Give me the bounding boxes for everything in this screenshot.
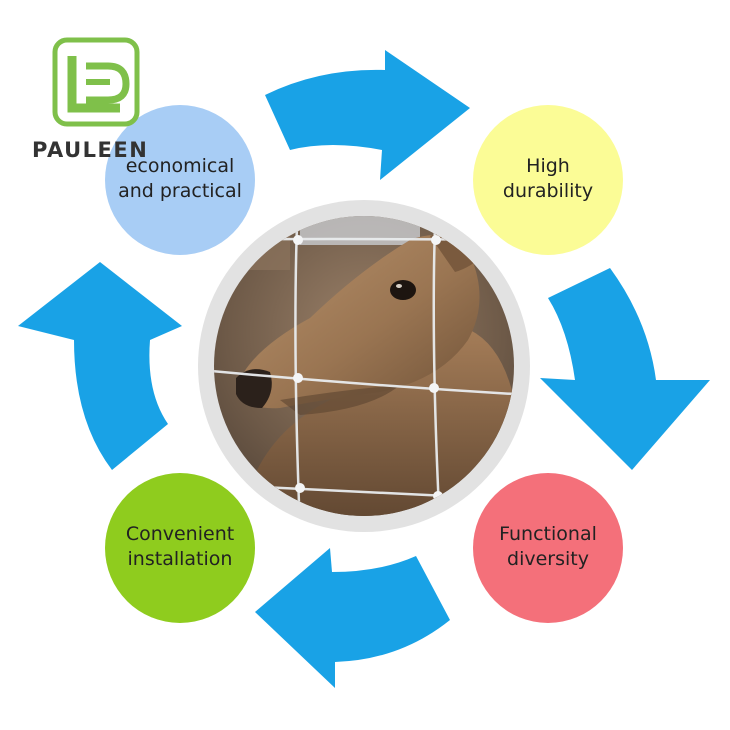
feature-label-functional: Functional diversity (499, 523, 597, 570)
arrow-left-up (18, 262, 182, 470)
feature-circle-installation (105, 473, 255, 623)
pl-monogram-logo-icon (52, 37, 140, 127)
arrow-bottom-left (255, 548, 450, 688)
feature-circle-economical (105, 105, 255, 255)
feature-label-installation: Convenient installation (125, 523, 235, 570)
cycle-arrows (18, 50, 710, 688)
brand-name: PAULEEN (32, 138, 149, 162)
feature-label-durability: High durability (502, 155, 594, 202)
arrow-top-right (265, 50, 470, 180)
feature-label-economical: economical and practical (118, 155, 242, 202)
feature-circle-functional (473, 473, 623, 623)
arrow-right-down (540, 268, 710, 470)
feature-circle-durability (473, 105, 623, 255)
deer-fence-photo (214, 216, 514, 516)
